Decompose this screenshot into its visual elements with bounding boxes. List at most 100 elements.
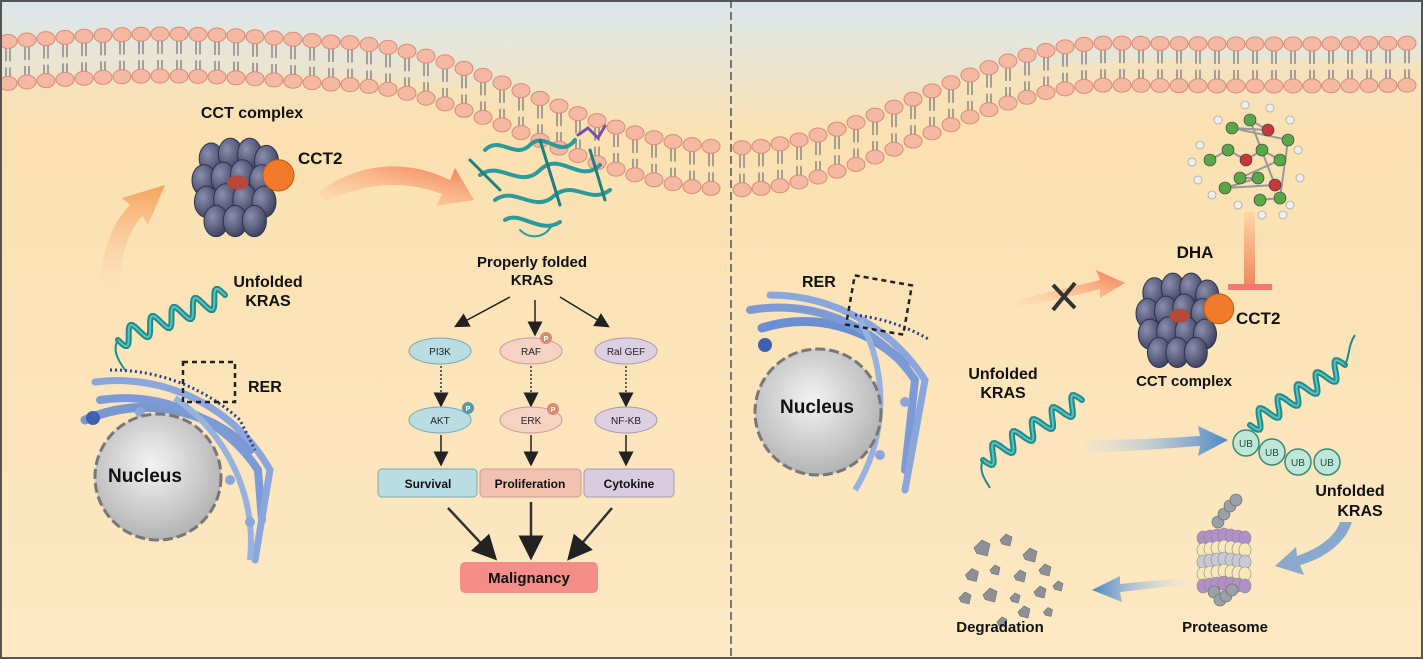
pathway-raf: RAF P <box>499 332 563 365</box>
unfolded-kras-helix-right-b <box>1247 334 1356 433</box>
protein-fragment <box>982 587 998 603</box>
arrow-to-degradation <box>1092 576 1185 602</box>
nucleus-rer-right <box>746 273 931 494</box>
pathway-pi3k: PI3K <box>408 337 472 365</box>
arrow-to-folded-kras <box>318 166 474 206</box>
arrow-branch-1 <box>454 296 511 328</box>
degradation-fragments <box>958 533 1064 628</box>
svg-text:NF-KB: NF-KB <box>611 416 641 427</box>
properly-folded-label-1: Properly folded <box>477 254 587 271</box>
outcome-proliferation: Proliferation <box>479 468 582 498</box>
cct-complex-label-left: CCT complex <box>201 105 303 122</box>
arrow-cytokine-malignancy <box>567 507 613 561</box>
properly-folded-label-2: KRAS <box>511 272 554 289</box>
dha-inhibition-bar <box>1228 212 1272 290</box>
block-cross-2 <box>1051 281 1077 312</box>
cct2-label-right: CCT2 <box>1236 309 1280 328</box>
rer-label-right: RER <box>802 274 836 291</box>
svg-text:Malignancy: Malignancy <box>488 570 570 587</box>
svg-text:Ral GEF: Ral GEF <box>607 347 645 358</box>
protein-fragment <box>996 616 1008 628</box>
rer-zoom-box-right <box>844 273 914 337</box>
pathway-nfkb: NF-KB <box>594 406 658 434</box>
proteasome <box>1196 493 1252 607</box>
cct2-subunit <box>262 159 295 192</box>
svg-text:ERK: ERK <box>521 416 542 427</box>
protein-fragment <box>1043 607 1053 617</box>
svg-text:UB: UB <box>1320 458 1334 469</box>
cell-membrane-right <box>732 35 1417 198</box>
nucleus-label-right: Nucleus <box>780 397 854 418</box>
cct2-label-left: CCT2 <box>298 149 342 168</box>
unfolded-kras-helix-right-a <box>980 392 1085 489</box>
arrow-to-ubiquitination <box>1085 426 1228 456</box>
ubiquitin <box>1232 429 1260 457</box>
pathway-erk: ERK P <box>499 403 563 434</box>
protein-fragment <box>1052 580 1064 592</box>
protein-fragment <box>1009 592 1021 604</box>
ubiquitin <box>1258 438 1286 466</box>
protein-fragment <box>1022 547 1038 563</box>
svg-text:P: P <box>466 406 471 413</box>
svg-text:Survival: Survival <box>405 477 452 491</box>
outcome-cytokine: Cytokine <box>583 468 675 498</box>
unfolded-kras-helix-left <box>114 286 228 371</box>
ubiquitin <box>1313 448 1341 476</box>
unfolded-kras-label-right-b-2: KRAS <box>1337 503 1383 520</box>
unfolded-kras-label-right-b-1: Unfolded <box>1315 483 1384 500</box>
cytoplasm-left <box>0 74 731 659</box>
pathway-ralgef: Ral GEF <box>594 337 658 365</box>
svg-text:Cytokine: Cytokine <box>604 477 655 491</box>
arrow-to-cct <box>101 185 165 298</box>
cct-complex-right <box>1135 272 1235 368</box>
proteasome-label: Proteasome <box>1182 619 1268 636</box>
degradation-label: Degradation <box>956 619 1044 636</box>
unfolded-kras-label-right-a-2: KRAS <box>980 385 1026 402</box>
dha-label: DHA <box>1177 243 1214 262</box>
cct2-subunit <box>1203 293 1235 325</box>
nucleus-label-left: Nucleus <box>108 466 182 487</box>
unfolded-kras-label-left-2: KRAS <box>245 293 291 310</box>
protein-fragment <box>1013 569 1027 583</box>
outcome-survival: Survival <box>377 468 478 498</box>
ubiquitin <box>1284 448 1312 476</box>
protein-fragment <box>999 533 1013 547</box>
unfolded-kras-label-right-a-1: Unfolded <box>968 366 1037 383</box>
rer-zoom-box-left <box>181 360 237 404</box>
cct-complex-left <box>191 137 295 238</box>
protein-fragment <box>989 564 1001 576</box>
svg-text:PI3K: PI3K <box>429 347 451 358</box>
unfolded-kras-label-left-1: Unfolded <box>233 274 302 291</box>
cct-complex-label-right: CCT complex <box>1136 373 1233 390</box>
svg-text:RAF: RAF <box>521 347 541 358</box>
arrow-branch-3 <box>559 296 610 328</box>
dha-molecule <box>1187 100 1305 220</box>
protein-fragment <box>965 568 979 582</box>
nucleus-right <box>753 347 883 477</box>
nucleus-left <box>93 412 223 542</box>
malignancy-box: Malignancy <box>460 562 598 593</box>
arrow-survival-malignancy <box>447 507 498 561</box>
svg-text:AKT: AKT <box>430 416 449 427</box>
cytoplasm-right <box>731 59 1423 659</box>
protein-fragment <box>973 539 991 557</box>
svg-text:UB: UB <box>1291 458 1305 469</box>
svg-text:UB: UB <box>1239 439 1253 450</box>
protein-fragment <box>1033 585 1047 599</box>
arrow-to-proteasome <box>1275 522 1352 575</box>
protein-fragment <box>1017 605 1031 619</box>
rer-label-left: RER <box>248 379 282 396</box>
svg-text:UB: UB <box>1265 448 1279 459</box>
svg-text:P: P <box>544 336 549 343</box>
cell-membrane-left <box>0 26 721 196</box>
svg-text:Proliferation: Proliferation <box>495 477 566 491</box>
svg-text:P: P <box>551 407 556 414</box>
protein-fragment <box>958 591 972 605</box>
nucleus-rer-left <box>80 360 274 564</box>
folded-kras-structure <box>468 124 612 238</box>
protein-fragment <box>1038 563 1052 577</box>
pathway-akt: AKT P <box>408 402 474 434</box>
